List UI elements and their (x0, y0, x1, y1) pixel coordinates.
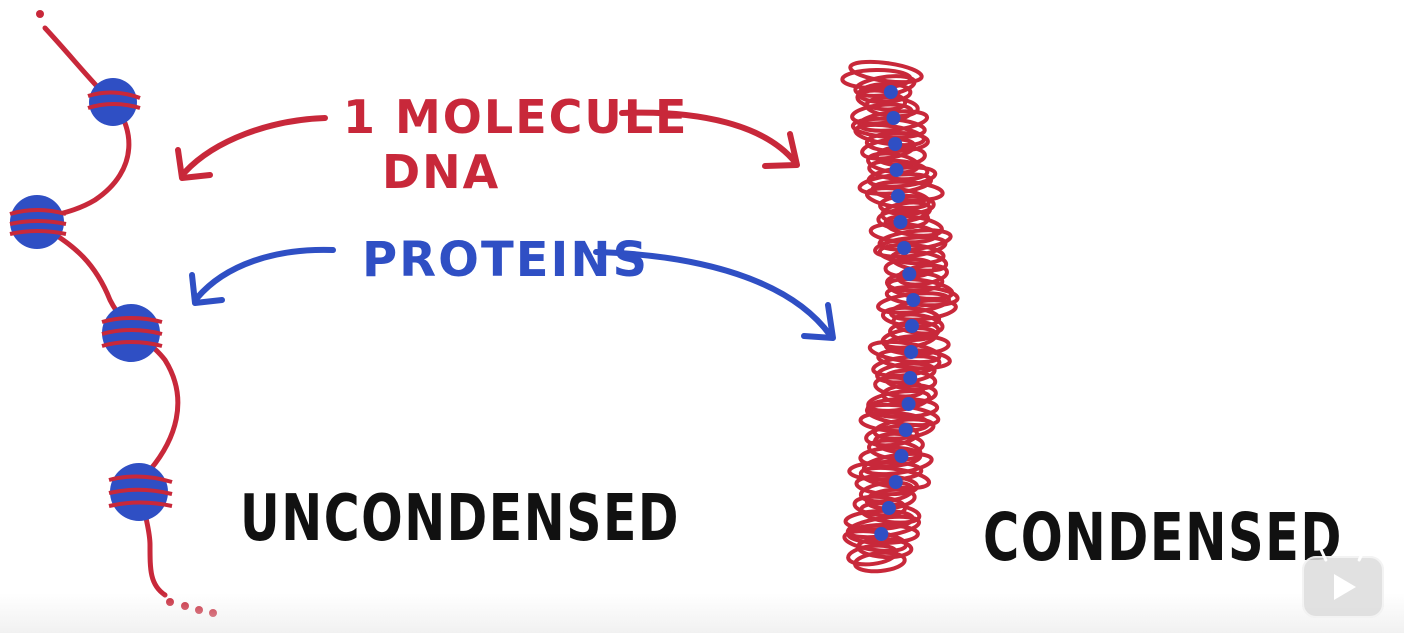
chromosome-coil (873, 235, 948, 259)
dna-arrow-right (619, 109, 800, 169)
uncondensed-label: UNCONDENSED (240, 482, 680, 556)
bottom-fade (0, 593, 1404, 633)
play-triangle (1334, 574, 1356, 600)
nucleosome (87, 78, 141, 126)
chromosome-coil (858, 410, 931, 434)
chromosome-coil (858, 480, 915, 504)
chromosome-bead (883, 85, 898, 99)
chromosome-coil (884, 284, 960, 308)
nucleosome (108, 463, 173, 521)
chromosome-coil (847, 459, 924, 483)
nucleosome (101, 304, 163, 362)
chromosome-bead (888, 137, 903, 151)
chromosome-bead (906, 293, 921, 307)
dna-arrow-left (175, 115, 328, 181)
play-icon[interactable] (1302, 548, 1384, 618)
chromosome-coil (867, 339, 942, 365)
molecule-label: 1 MOLECULE (343, 90, 688, 144)
chromosome-bead (891, 189, 906, 203)
uncondensed-chromatin (9, 10, 217, 617)
chromosome-bead (902, 267, 917, 281)
chromosome-coil (873, 375, 925, 399)
chromosome-coil (860, 137, 917, 161)
chromosome-bead (903, 371, 918, 385)
chromosome-coil (877, 242, 946, 266)
chromosome-bead (886, 111, 901, 125)
chromosome-coil (867, 158, 930, 182)
chromosome-bead (893, 215, 908, 229)
chromosome-coil (854, 473, 920, 497)
chromosome-coil (848, 59, 924, 85)
chromosome-coil (878, 193, 936, 217)
proteins-arrow-left (189, 246, 336, 306)
chromosome-bead (874, 527, 889, 541)
chromosome-bead (897, 241, 912, 255)
chromosome-coil (864, 424, 920, 448)
chromosome-bead (889, 163, 904, 177)
chromosome-bead (894, 449, 909, 463)
chromosome-bead (904, 345, 919, 359)
nucleosome (9, 195, 67, 249)
proteins-arrow-right (593, 249, 836, 341)
strand-dot (36, 10, 44, 18)
chromosome-bead (904, 319, 919, 333)
chromosome-bead (898, 423, 913, 437)
dna-label: DNA (382, 145, 500, 199)
chromosome-coil (864, 130, 930, 154)
chromosome-bead (881, 501, 896, 515)
chromosome-bead (901, 397, 916, 411)
chromosome-coil (864, 186, 931, 210)
chromosome-coil (889, 249, 949, 273)
chromosome-coil (853, 550, 907, 574)
chromosome-coil (855, 88, 908, 112)
condensed-chromosome (840, 59, 960, 574)
chromosome-coil (888, 298, 958, 322)
chromosome-coil (891, 312, 945, 336)
proteins-label: PROTEINS (362, 232, 649, 288)
condensed-label: CONDENSED (983, 499, 1343, 576)
chromosome-bead (888, 475, 903, 489)
